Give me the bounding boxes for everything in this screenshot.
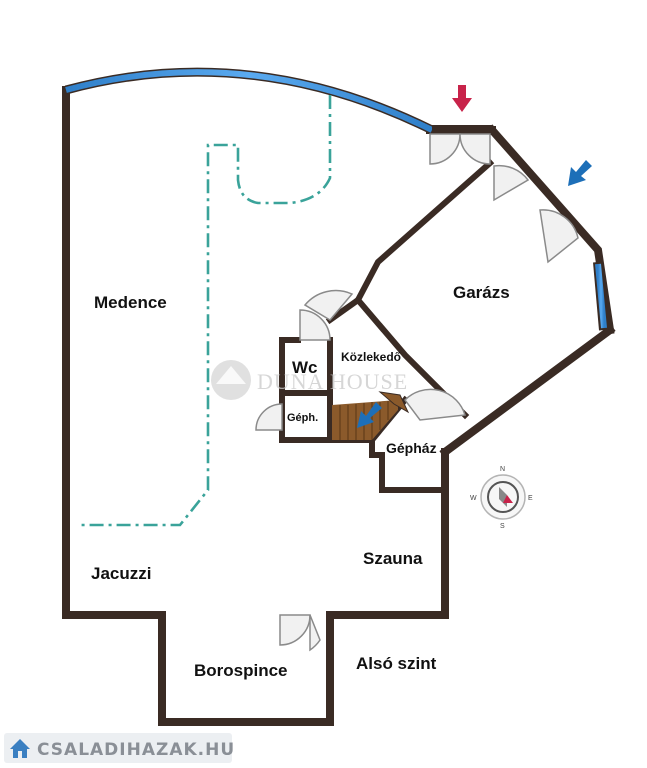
room-label-garazs: Garázs — [453, 283, 510, 302]
site-logo-text: CSALADIHAZAK.HU — [37, 740, 235, 760]
windows — [432, 125, 609, 331]
room-label-gephaz: Gépház — [386, 440, 437, 456]
watermark-text: DUNA HOUSE — [257, 369, 408, 394]
room-label-wc: Wc — [292, 358, 318, 377]
compass-letter-w: W — [470, 495, 477, 502]
entry-arrow-blue-garage — [568, 160, 592, 186]
compass-letter-n: N — [500, 466, 505, 473]
stairs-arrow-blue — [357, 402, 382, 428]
room-label-szauna: Szauna — [363, 549, 423, 568]
house-icon — [10, 739, 30, 758]
room-label-jacuzzi: Jacuzzi — [91, 564, 151, 583]
doors — [255, 133, 579, 652]
room-label-kozlekedo: Közlekedő — [341, 350, 401, 364]
room-label-medence: Medence — [94, 293, 167, 312]
watermark: DUNA HOUSE — [211, 360, 408, 400]
level-label: Alsó szint — [356, 654, 437, 673]
room-label-borospince: Borospince — [194, 661, 288, 680]
compass-icon: N E S W — [470, 466, 533, 530]
entry-arrow-red — [452, 85, 472, 112]
site-logo: CSALADIHAZAK.HU — [4, 733, 235, 763]
compass-letter-s: S — [500, 523, 505, 530]
room-label-geph: Géph. — [287, 412, 318, 424]
compass-letter-e: E — [528, 495, 533, 502]
pool-outline — [78, 95, 332, 527]
